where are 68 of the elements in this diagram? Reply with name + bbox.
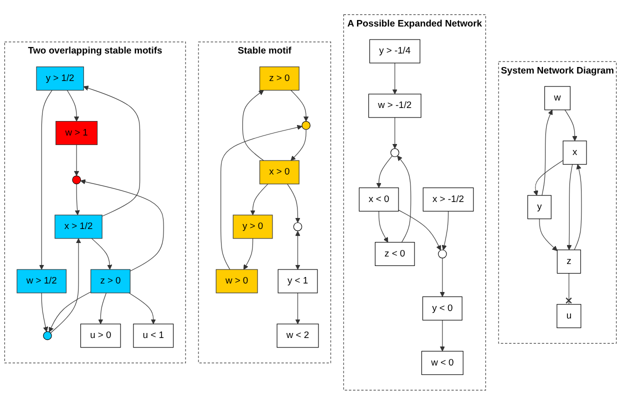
arrow [48, 291, 92, 332]
arrow [566, 164, 573, 250]
arrow [533, 160, 564, 196]
arrow [98, 292, 107, 324]
arrow [574, 164, 582, 250]
arrow [242, 90, 264, 160]
node-box: w < 2 [276, 323, 319, 348]
arrow [287, 183, 300, 222]
arrow [80, 178, 164, 271]
node-circle [293, 222, 302, 231]
arrow [442, 210, 449, 250]
node-box: y < 0 [422, 296, 462, 320]
node-circle [72, 175, 81, 184]
arrow [290, 128, 306, 160]
node-box: x < 0 [358, 187, 399, 212]
arrow [250, 183, 268, 215]
arrow [392, 116, 398, 148]
node-box: y > 1/2 [36, 66, 84, 90]
node-box: y < 1 [278, 268, 318, 293]
arrow [564, 109, 578, 141]
arrow [83, 85, 140, 216]
node-box: w > 1 [56, 120, 98, 145]
arrow [376, 155, 393, 188]
arrow [539, 218, 558, 251]
arrow [440, 257, 445, 297]
node-circle [438, 249, 447, 258]
node-box: x > 1/2 [54, 214, 102, 238]
arrow [295, 292, 300, 324]
node-box: u < 1 [133, 323, 174, 348]
arrow [50, 238, 82, 333]
node-box: x [562, 140, 587, 164]
node-box: y [527, 194, 552, 219]
node-box: y > -1/4 [369, 38, 420, 63]
node-box: x > -1/2 [422, 187, 474, 212]
node-box: x > 0 [259, 160, 300, 184]
arrow [66, 90, 80, 122]
arrow [378, 210, 388, 242]
arrow [243, 238, 254, 270]
node-box: z < 0 [374, 242, 415, 266]
arrow [295, 230, 300, 270]
arrow [74, 183, 80, 215]
connector [566, 272, 572, 304]
node-circle [302, 120, 310, 130]
arrow [39, 90, 52, 270]
arrow [41, 292, 48, 332]
node-box: u [556, 304, 582, 328]
node-box: w < 0 [421, 350, 464, 374]
arrow [542, 109, 553, 196]
node-box: z > 0 [90, 268, 130, 293]
node-box: w > 1/2 [16, 268, 66, 293]
arrow [440, 319, 445, 352]
arrow [397, 155, 412, 242]
node-box: y > 0 [232, 214, 273, 238]
node-circle [43, 330, 52, 340]
node-box: z [556, 249, 581, 274]
arrow [392, 62, 398, 94]
node-box: w > -1/2 [368, 93, 422, 118]
arrow [128, 292, 156, 324]
node-circle [390, 148, 400, 157]
arrow [74, 144, 80, 176]
arrow [398, 209, 441, 250]
node-box: u > 0 [80, 323, 121, 348]
arrow [290, 90, 309, 122]
arrow [91, 238, 112, 270]
arrow [220, 124, 302, 270]
node-box: z > 0 [259, 66, 300, 90]
node-box: w > 0 [216, 268, 258, 293]
node-box: w [544, 86, 570, 110]
